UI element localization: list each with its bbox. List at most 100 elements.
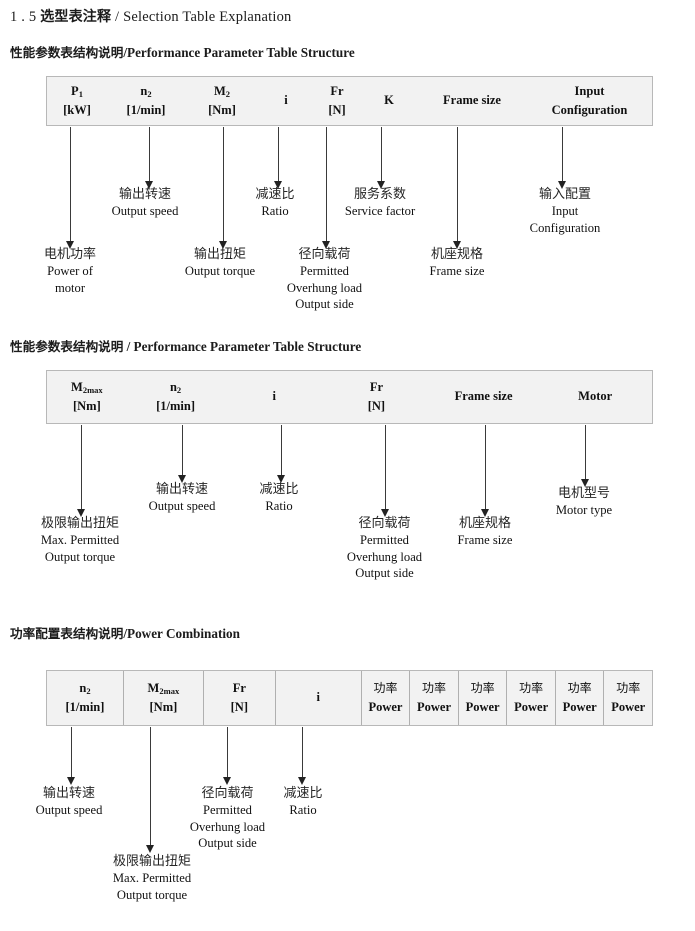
annotation-ratio-2: 减速比 Ratio — [252, 481, 306, 515]
annotation-permitted-overhung-load-2-en-1: Permitted — [360, 533, 409, 548]
table2-col-frame-size-line1: Frame size — [454, 389, 513, 404]
section-heading-2: 性能参数表结构说明 / Performance Parameter Table … — [10, 336, 361, 355]
annotation-output-speed-3: 输出转速 Output speed — [25, 785, 113, 819]
annotation-permitted-overhung-load-3-cn: 径向载荷 — [201, 786, 254, 801]
table1-col-frame-size-line1: Frame size — [443, 93, 501, 108]
annotation-ratio-3-en-1: Ratio — [289, 803, 317, 818]
table3-col-power-2: 功率 Power — [409, 671, 458, 725]
arrow-to-output-speed-3 — [67, 727, 76, 785]
table2-col-m2max-line2: [Nm] — [72, 399, 101, 413]
table3-col-power-3: 功率 Power — [457, 671, 507, 725]
arrow-to-motor-type — [581, 425, 590, 487]
annotation-output-speed-2-cn: 输出转速 — [155, 482, 208, 497]
arrow-to-input-configuration — [558, 127, 567, 189]
table3-col-power-4-line2: Power — [514, 699, 549, 714]
annotation-permitted-overhung-load-3-en-2: Overhung load — [189, 819, 266, 834]
table1-col-input-configuration-line2: Configuration — [551, 103, 628, 117]
table3-col-power-4: 功率 Power — [506, 671, 555, 725]
annotation-permitted-overhung-load-2-en-2: Overhung load — [346, 549, 423, 564]
table3-col-fr-line1: Fr — [232, 680, 246, 695]
section-3-heading-chinese: 功率配置表结构说明 — [10, 626, 124, 641]
annotation-max-permitted-output-torque-2-en-2: Output torque — [116, 887, 188, 902]
table1-col-m2: M2 [Nm] — [185, 77, 259, 125]
annotation-frame-size-2-en-1: Frame size — [457, 533, 513, 548]
arrow-to-output-speed-2 — [178, 425, 187, 483]
table3-col-fr: Fr [N] — [202, 671, 275, 725]
annotation-ratio-2-en-1: Ratio — [265, 499, 293, 514]
title-separator: / — [115, 9, 120, 25]
table2-col-fr-line2: [N] — [367, 399, 386, 413]
table1-col-input-configuration: Input Configuration — [527, 77, 652, 125]
annotation-motor-type-en-1: Motor type — [555, 503, 613, 518]
section-2-heading-chinese: 性能参数表结构说明 — [10, 339, 124, 354]
annotation-output-speed-2-en-1: Output speed — [148, 499, 216, 514]
annotation-ratio-1-en-1: Ratio — [261, 204, 289, 219]
table2-col-i-line1: i — [272, 389, 276, 404]
annotation-input-configuration-en-1: Input — [551, 204, 579, 219]
annotation-input-configuration-en-2: Configuration — [529, 220, 601, 235]
title-number: 1 . 5 — [10, 9, 37, 25]
table3-col-power-1: 功率 Power — [360, 671, 410, 725]
arrow-to-service-factor — [377, 127, 386, 189]
table1-col-k-line1: K — [384, 93, 394, 108]
section-2-heading-english: Performance Parameter Table Structure — [133, 339, 362, 354]
table3-col-n2: n2 [1/min] — [47, 671, 123, 725]
table2-col-m2max: M2max [Nm] — [47, 371, 127, 423]
table3-col-fr-line2: [N] — [230, 700, 248, 714]
annotation-max-permitted-output-torque-1: 极限输出扭矩 Max. Permitted Output torque — [20, 515, 140, 565]
table3-col-power-3-line2: Power — [465, 699, 500, 714]
section-heading-3: 功率配置表结构说明/Power Combination — [10, 623, 240, 642]
annotation-output-speed-3-cn: 输出转速 — [42, 786, 95, 801]
table3-col-m2max-line2: [Nm] — [149, 700, 178, 714]
table1-col-m2-line2: [Nm] — [208, 103, 236, 117]
annotation-permitted-overhung-load-3: 径向载荷 Permitted Overhung load Output side — [175, 785, 280, 852]
title-chinese: 选型表注释 — [40, 9, 112, 25]
table3-col-m2max-line1: M2max — [147, 680, 180, 696]
annotation-service-factor: 服务系数 Service factor — [325, 186, 435, 220]
table3-col-power-5-line2: Power — [562, 699, 597, 714]
performance-parameter-table-2: M2max [Nm] n2 [1/min] i Fr [N] Frame siz… — [46, 370, 653, 424]
table1-col-i: i — [259, 77, 313, 125]
table1-col-fr-line2: [N] — [328, 103, 346, 117]
table1-col-fr: Fr [N] — [313, 77, 361, 125]
table2-col-motor: Motor — [538, 371, 652, 423]
table1-col-i-line1: i — [284, 93, 288, 108]
table3-col-power-1-line1: 功率 — [373, 681, 398, 696]
annotation-power-of-motor-en-1: Power of — [47, 264, 93, 279]
arrow-to-frame-size — [453, 127, 462, 249]
annotation-max-permitted-output-torque-1-en-1: Max. Permitted — [40, 533, 120, 548]
annotation-output-speed-3-en-1: Output speed — [35, 803, 103, 818]
table1-col-input-configuration-line1: Input — [574, 83, 605, 98]
annotation-motor-type-cn: 电机型号 — [557, 486, 610, 501]
annotation-max-permitted-output-torque-1-en-2: Output torque — [44, 549, 116, 564]
table3-col-power-2-line2: Power — [417, 699, 452, 714]
table3-col-power-6-line1: 功率 — [616, 681, 641, 696]
annotation-service-factor-cn: 服务系数 — [353, 187, 406, 202]
arrow-to-ratio-2 — [277, 425, 286, 483]
arrow-to-permitted-overhung-load-2 — [381, 425, 390, 517]
page-title: 1 . 5 选型表注释 / Selection Table Explanatio… — [10, 6, 292, 26]
annotation-motor-type: 电机型号 Motor type — [540, 485, 628, 519]
arrow-to-output-torque — [219, 127, 228, 249]
table2-col-fr-line1: Fr — [369, 379, 383, 394]
table3-col-power-6-line2: Power — [611, 699, 646, 714]
table2-col-n2-line2: [1/min] — [156, 399, 196, 413]
table1-col-frame-size: Frame size — [417, 77, 527, 125]
table3-col-n2-line1: n2 — [79, 680, 91, 696]
annotation-max-permitted-output-torque-2-en-1: Max. Permitted — [112, 871, 192, 886]
section-3-heading-separator: / — [123, 626, 128, 641]
annotation-power-of-motor: 电机功率 Power of motor — [25, 246, 115, 296]
annotation-output-speed-2: 输出转速 Output speed — [142, 481, 222, 515]
annotation-output-torque: 输出扭矩 Output torque — [175, 246, 265, 280]
arrow-to-power-of-motor — [66, 127, 75, 249]
section-1-heading-chinese: 性能参数表结构说明 — [10, 45, 124, 60]
table2-col-motor-line1: Motor — [578, 389, 613, 404]
annotation-ratio-3: 减速比 Ratio — [276, 785, 330, 819]
annotation-power-of-motor-en-2: motor — [54, 280, 86, 295]
table1-col-n2-line2: [1/min] — [126, 103, 166, 117]
performance-parameter-table-1: P1 [kW] n2 [1/min] M2 [Nm] i Fr [N] K Fr… — [46, 76, 653, 126]
arrow-to-max-permitted-output-torque-1 — [77, 425, 86, 517]
table1-col-n2: n2 [1/min] — [107, 77, 185, 125]
annotation-service-factor-en-1: Service factor — [344, 204, 416, 219]
table3-col-n2-line2: [1/min] — [65, 700, 105, 714]
